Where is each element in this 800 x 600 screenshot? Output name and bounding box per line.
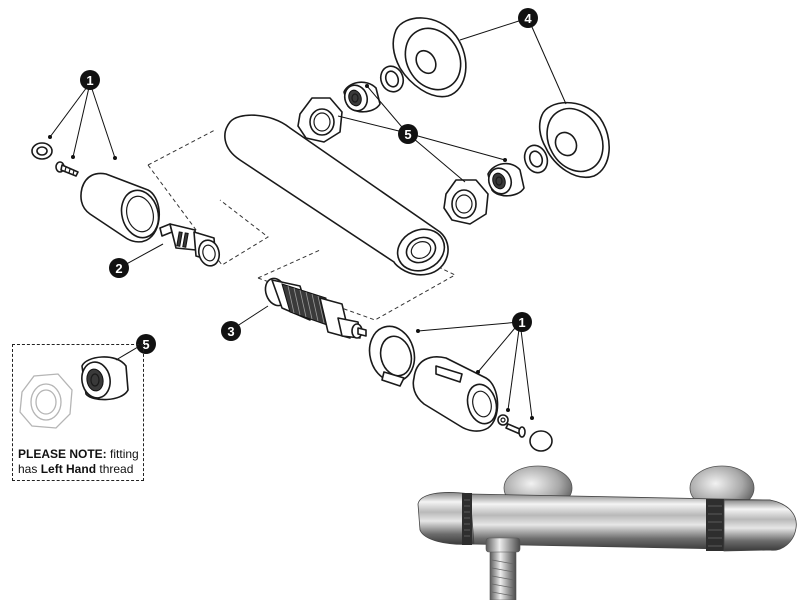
washer-lower	[523, 144, 549, 174]
callout-5-note: 5	[136, 334, 156, 354]
callout-1-right: 1	[512, 312, 532, 332]
leader-lines	[48, 17, 567, 420]
nut-upper	[297, 97, 343, 143]
wall-flange-upper	[392, 17, 467, 98]
product-photo-shower-valve	[417, 465, 797, 600]
note-heading: PLEASE NOTE:	[18, 447, 107, 461]
callout-3: 3	[221, 321, 241, 341]
flow-cartridge	[159, 223, 221, 267]
right-cap	[529, 430, 553, 452]
note-ghost-nut	[19, 373, 73, 429]
wall-flange-lower	[538, 101, 610, 179]
check-valve-lower	[487, 162, 525, 197]
svg-text:3: 3	[227, 324, 234, 339]
check-valve-upper	[343, 81, 381, 113]
left-washer	[31, 142, 53, 160]
callout-2: 2	[109, 258, 129, 278]
dashed-guide-lines	[147, 129, 457, 321]
svg-text:2: 2	[115, 261, 122, 276]
note-text-before: fitting has	[18, 447, 139, 476]
nut-lower	[443, 179, 489, 225]
right-screw	[505, 423, 526, 438]
valve-body-tube	[224, 114, 449, 276]
svg-text:5: 5	[404, 127, 411, 142]
note-emphasis: Left Hand	[40, 462, 97, 476]
right-collar	[368, 325, 416, 387]
svg-text:1: 1	[86, 73, 93, 88]
callout-5-top: 5	[398, 124, 418, 144]
right-washer	[497, 414, 509, 426]
left-hand-thread-note: PLEASE NOTE: fitting has Left Hand threa…	[18, 447, 148, 477]
svg-text:4: 4	[524, 11, 532, 26]
right-handle	[412, 356, 499, 432]
thermostatic-cartridge	[264, 277, 367, 339]
washer-upper	[379, 65, 405, 93]
left-screw	[55, 161, 79, 177]
svg-text:1: 1	[518, 315, 525, 330]
note-text-after: thread	[96, 462, 134, 476]
note-check-valve	[81, 356, 129, 401]
left-hand-thread-note-box	[12, 344, 144, 481]
callout-4: 4	[518, 8, 538, 28]
svg-text:5: 5	[142, 337, 149, 352]
callout-1-left: 1	[80, 70, 100, 90]
left-handle	[80, 172, 160, 243]
